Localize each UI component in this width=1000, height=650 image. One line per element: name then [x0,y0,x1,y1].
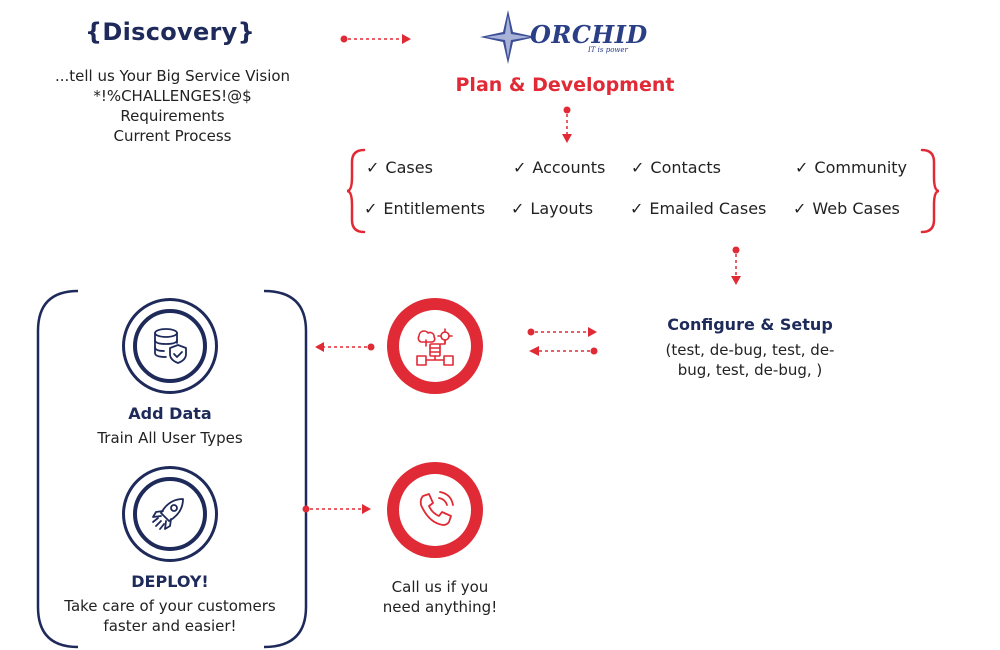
deploy-frame [36,289,308,649]
deploy-line-1: Take care of your customers [64,597,276,615]
discovery-description: ...tell us Your Big Service Vision *!%CH… [20,66,325,146]
deploy-line-2: faster and easier! [103,617,237,635]
discovery-line-requirements: Requirements [120,107,225,125]
workflow-icon [416,328,454,366]
add-data-subtitle: Train All User Types [97,429,243,447]
discovery-line-challenges: *!%CHALLENGES!@$ [93,87,252,105]
check-icon: ✓ [795,158,809,177]
rocket-icon [152,498,184,530]
check-icon: ✓ [366,158,380,177]
check-item-accounts: ✓Accounts [513,158,606,177]
deploy-title: DEPLOY! [131,572,209,591]
checklist-brackets [346,148,940,234]
add-data-title: Add Data [128,404,212,423]
configure-line-2: bug, test, de-bug, ) [677,361,823,379]
orchid-logo [478,8,648,66]
call-circle [387,462,483,558]
check-item-web-cases: ✓Web Cases [793,199,900,218]
check-item-community: ✓Community [795,158,908,177]
check-item-entitlements: ✓Entitlements [364,199,486,218]
check-item-layouts: ✓Layouts [511,199,594,218]
arrow-discovery-to-plan [340,34,411,44]
check-icon: ✓ [511,199,525,218]
phone-icon [419,491,454,526]
call-line-1: Call us if you [391,578,489,596]
call-description: Call us if you need anything! [350,577,530,617]
deploy-circle [122,466,218,562]
logo-name: ORCHID [530,20,648,49]
discovery-line-vision: ...tell us Your Big Service Vision [54,67,291,85]
star-icon [480,10,536,64]
configure-description: (test, de-bug, test, de- bug, test, de-b… [640,340,860,380]
check-icon: ✓ [364,199,378,218]
logo-tagline: IT is power [588,46,628,54]
check-item-contacts: ✓Contacts [631,158,721,177]
configure-circle [387,298,483,394]
check-icon: ✓ [513,158,527,177]
arrow-plan-to-checklist [562,106,572,143]
deploy-description: Take care of your customers faster and e… [44,596,296,636]
configure-line-1: (test, de-bug, test, de- [665,341,835,359]
arrow-deploy-to-call [302,504,371,514]
arrows-configure-loop [527,327,598,356]
check-icon: ✓ [630,199,644,218]
discovery-title: {Discovery} [84,18,256,46]
add-data-circle [122,298,218,394]
discovery-line-current-process: Current Process [113,127,232,145]
call-line-2: need anything! [382,598,498,616]
configure-title: Configure & Setup [667,315,833,334]
check-icon: ✓ [793,199,807,218]
database-shield-icon [154,328,187,364]
arrow-checklist-to-configure [731,246,741,285]
check-icon: ✓ [631,158,645,177]
check-item-emailed-cases: ✓Emailed Cases [630,199,767,218]
arrow-configure-to-add-data [315,342,375,352]
plan-title: Plan & Development [455,74,675,96]
check-item-cases: ✓Cases [366,158,433,177]
